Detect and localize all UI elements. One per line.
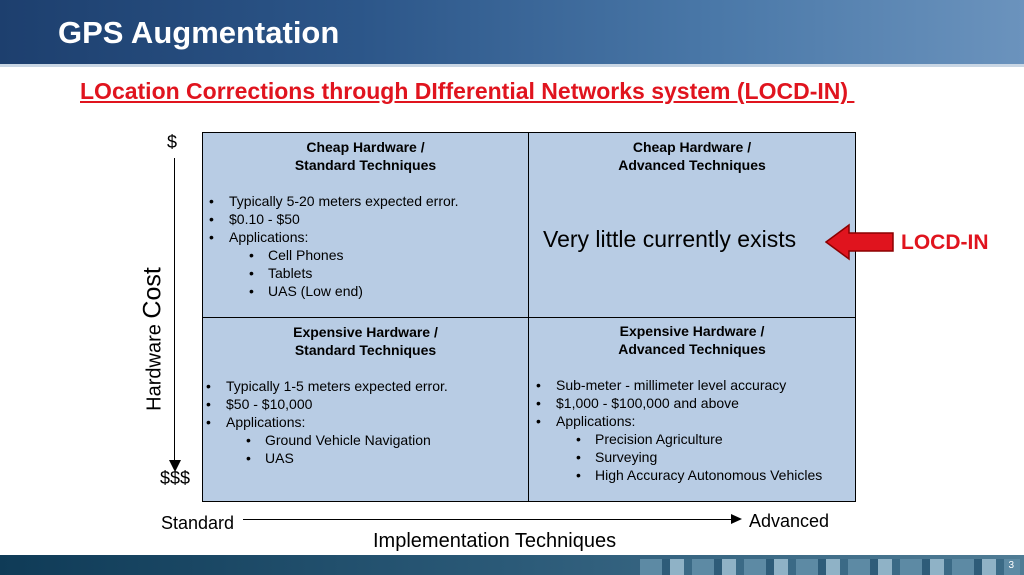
heading-line: Cheap Hardware / [306,139,425,155]
list-item: $1,000 - $100,000 and above [532,394,822,412]
quadrant-heading: Expensive Hardware / Standard Techniques [203,323,528,359]
sub-list-item: Ground Vehicle Navigation [202,431,448,449]
heading-line: Cheap Hardware / [632,139,752,155]
heading-line: Standard Techniques [294,157,437,173]
heading-line: Advanced Techniques [618,157,766,173]
heading-line: Standard Techniques [294,342,437,358]
y-axis-line [174,158,175,468]
list-item: $0.10 - $50 [205,210,459,228]
y-axis-title: Hardware Cost [139,267,168,411]
header-divider [0,64,1024,67]
bullet-list: Typically 5-20 meters expected error. $0… [205,192,459,300]
sub-list-item: UAS (Low end) [205,282,459,300]
quadrant-cheap-standard: Cheap Hardware / Standard Techniques Typ… [203,133,529,318]
y-axis-top-label: $ [167,132,178,152]
list-item: Typically 5-20 meters expected error. [205,192,459,210]
locd-in-callout: LOCD-IN [901,231,989,254]
quadrant-body-text: Very little currently exists [543,226,797,252]
list-item: Typically 1-5 meters expected error. [202,377,448,395]
y-axis-bottom-label: $$$ [160,468,191,488]
sub-list-item: UAS [202,449,448,467]
y-axis-title-part: Hardware [143,318,166,411]
quadrant-heading: Cheap Hardware / Standard Techniques [203,138,528,174]
list-item: Applications: [532,412,822,430]
y-axis-title-part: Cost [138,267,167,319]
quadrant-heading: Cheap Hardware / Advanced Techniques [529,138,855,174]
y-axis-arrowhead [169,460,181,472]
quadrant-grid: Cheap Hardware / Standard Techniques Typ… [202,132,856,502]
bullet-list: Sub-meter - millimeter level accuracy $1… [532,376,822,484]
sub-list-item: High Accuracy Autonomous Vehicles [532,466,822,484]
x-axis-right-label: Advanced [749,511,830,531]
heading-line: Expensive Hardware / [619,323,765,339]
page-number: 3 [1008,560,1014,571]
list-item: Sub-meter - millimeter level accuracy [532,376,822,394]
sub-list-item: Cell Phones [205,246,459,264]
list-item: Applications: [202,413,448,431]
quadrant-expensive-advanced: Expensive Hardware / Advanced Techniques… [529,318,855,501]
quadrant-expensive-standard: Expensive Hardware / Standard Techniques… [203,318,529,501]
x-axis-left-label: Standard [161,513,235,533]
sub-list-item: Precision Agriculture [532,430,822,448]
red-arrow-left-icon [825,223,894,261]
heading-line: Expensive Hardware / [293,324,438,340]
x-axis-title: Implementation Techniques [373,530,617,552]
sub-list-item: Tablets [205,264,459,282]
slide-subtitle: LOcation Corrections through DIfferentia… [80,78,855,104]
list-item: $50 - $10,000 [202,395,448,413]
x-axis-arrowhead [731,514,742,524]
list-item: Applications: [205,228,459,246]
heading-line: Advanced Techniques [618,341,766,357]
sub-list-item: Surveying [532,448,822,466]
bullet-list: Typically 1-5 meters expected error. $50… [202,377,448,467]
footer-decoration [640,559,1020,575]
quadrant-heading: Expensive Hardware / Advanced Techniques [529,322,855,358]
slide-title: GPS Augmentation [58,15,340,50]
header-bar [0,0,1024,64]
x-axis-line [243,519,733,520]
quadrant-cheap-advanced: Cheap Hardware / Advanced Techniques Ver… [529,133,855,318]
